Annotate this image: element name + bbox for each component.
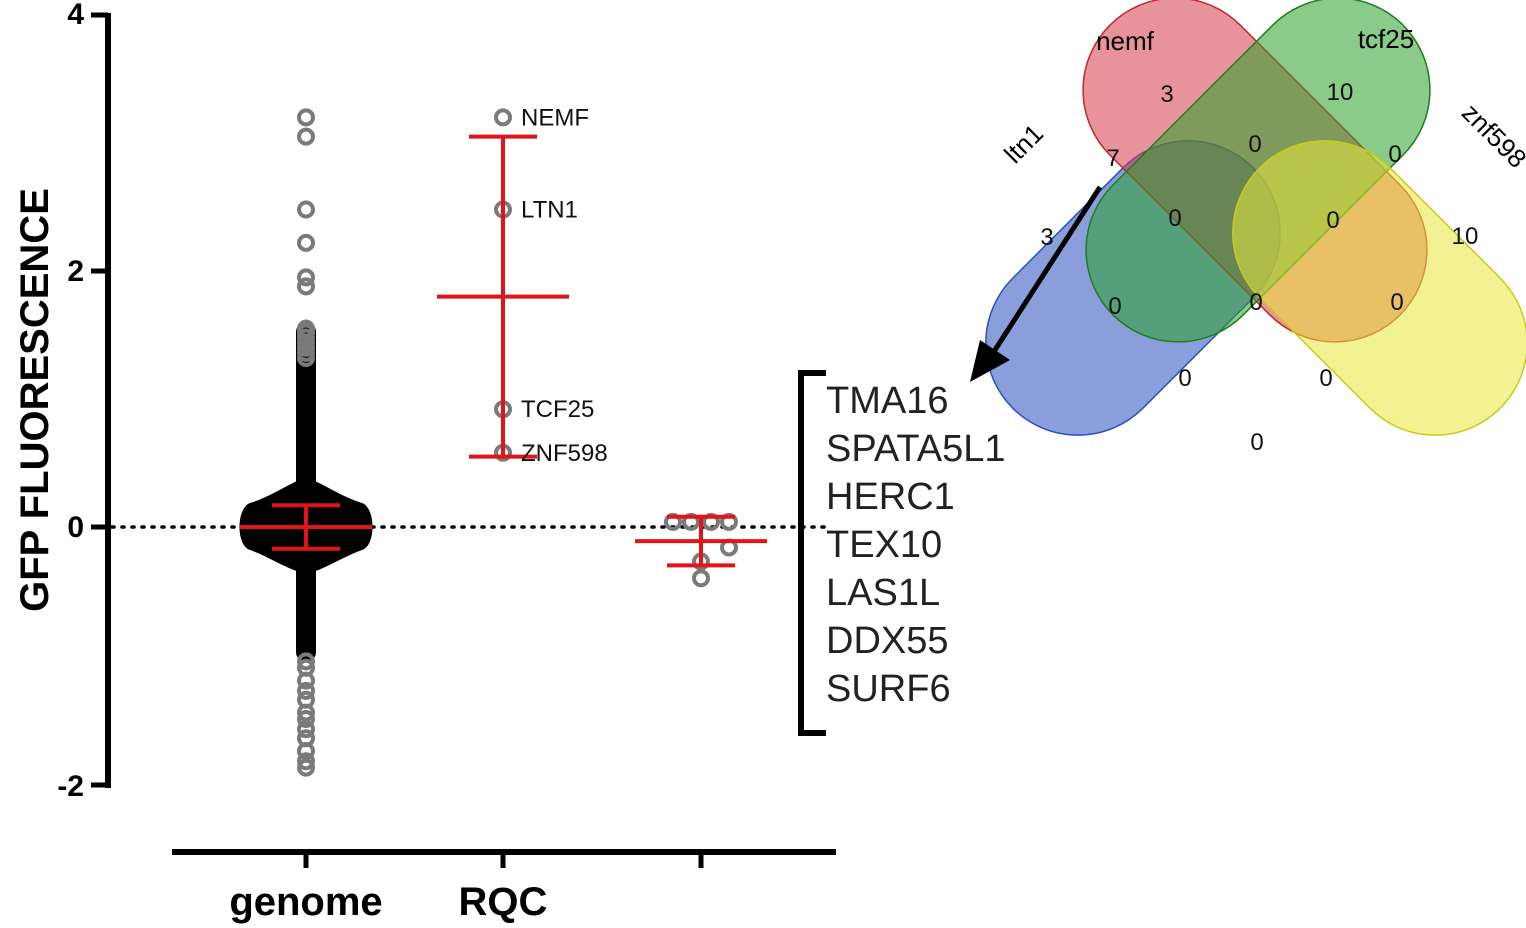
venn-count: 0 [1250,429,1263,456]
genome-point [297,277,315,296]
venn-count: 3 [1040,224,1053,251]
rqc-point-label: TCF25 [521,396,594,423]
genome-point [297,349,315,368]
venn-arrow [970,185,1103,382]
venn-count: 0 [1108,293,1121,320]
x-axis: genome RQC [172,849,836,924]
venn-count: 0 [1249,289,1262,316]
y-tick-label: 4 [67,0,84,31]
arrow-head [970,340,1010,382]
gene-list-bracket [798,370,826,736]
gene-list-item: SPATA5L1 [826,428,1006,470]
rqc-point-label: NEMF [521,104,589,131]
genome-density-stem [296,322,316,662]
x-tick-label-rqc: RQC [459,880,548,924]
genome-point [297,652,315,671]
venn-set-label: znf598 [1456,97,1526,173]
rqc-point-label: LTN1 [521,197,578,224]
genome-distribution [239,318,373,662]
genome-point [297,200,315,219]
genome-point [297,681,315,700]
x-tick-label-genome: genome [229,880,382,924]
y-tick-label: 0 [67,511,84,544]
genome-point [297,127,315,146]
genome-point [297,758,315,777]
y-tick-label: 2 [67,255,84,288]
venn-set-label: ltn1 [998,118,1049,169]
venn-count: 0 [1178,365,1191,392]
points-layer [297,108,738,777]
genome-point [297,671,315,690]
venn-count: 3 [1160,81,1173,108]
venn-set-label: tcf25 [1358,24,1414,54]
gene-list-item: TMA16 [826,380,948,422]
gene-list-item: DDX55 [826,620,949,662]
venn-count: 10 [1327,79,1354,106]
genome-point [297,268,315,287]
genome-point [297,108,315,127]
venn-diagram: ltn1 nemf tcf25 znf598 3 7 3 0 10 0 0 0 … [970,0,1526,456]
summary-layer [240,134,767,568]
venn-counts: 3 7 3 0 10 0 0 0 10 0 0 0 0 0 0 [1040,79,1478,456]
venn-count: 0 [1326,207,1339,234]
venn-count: 0 [1388,141,1401,168]
gene-list-item: SURF6 [826,668,951,710]
genome-point [297,233,315,252]
y-axis-title: GFP FLUORESCENCE [13,188,57,612]
bracket [798,370,826,736]
venn-count: 0 [1319,365,1332,392]
y-axis: 4 2 0 -2 GFP FLUORESCENCE [13,0,111,803]
genome-point [297,703,315,722]
group3-point [692,569,710,588]
y-tick-label: -2 [57,770,84,803]
venn-count: 10 [1452,223,1479,250]
venn-count: 0 [1248,131,1261,158]
venn-count: 0 [1168,205,1181,232]
gene-list-item: LAS1L [826,572,940,614]
arrow-shaft [992,185,1103,352]
venn-set-label: nemf [1096,26,1155,56]
venn-shape-znf598 [1232,140,1526,436]
gene-list-item: HERC1 [826,476,955,518]
gene-list-item: TEX10 [826,524,942,566]
gene-list: TMA16 SPATA5L1 HERC1 TEX10 LAS1L DDX55 S… [826,380,1006,710]
genome-point [297,720,315,739]
genome-point [297,752,315,771]
venn-set-znf598 [1232,140,1526,436]
genome-point [297,742,315,760]
rqc-point-label: ZNF598 [521,440,608,467]
venn-count: 7 [1106,145,1119,172]
venn-count: 0 [1390,289,1403,316]
genome-point [297,710,315,728]
rqc-point [494,108,512,127]
